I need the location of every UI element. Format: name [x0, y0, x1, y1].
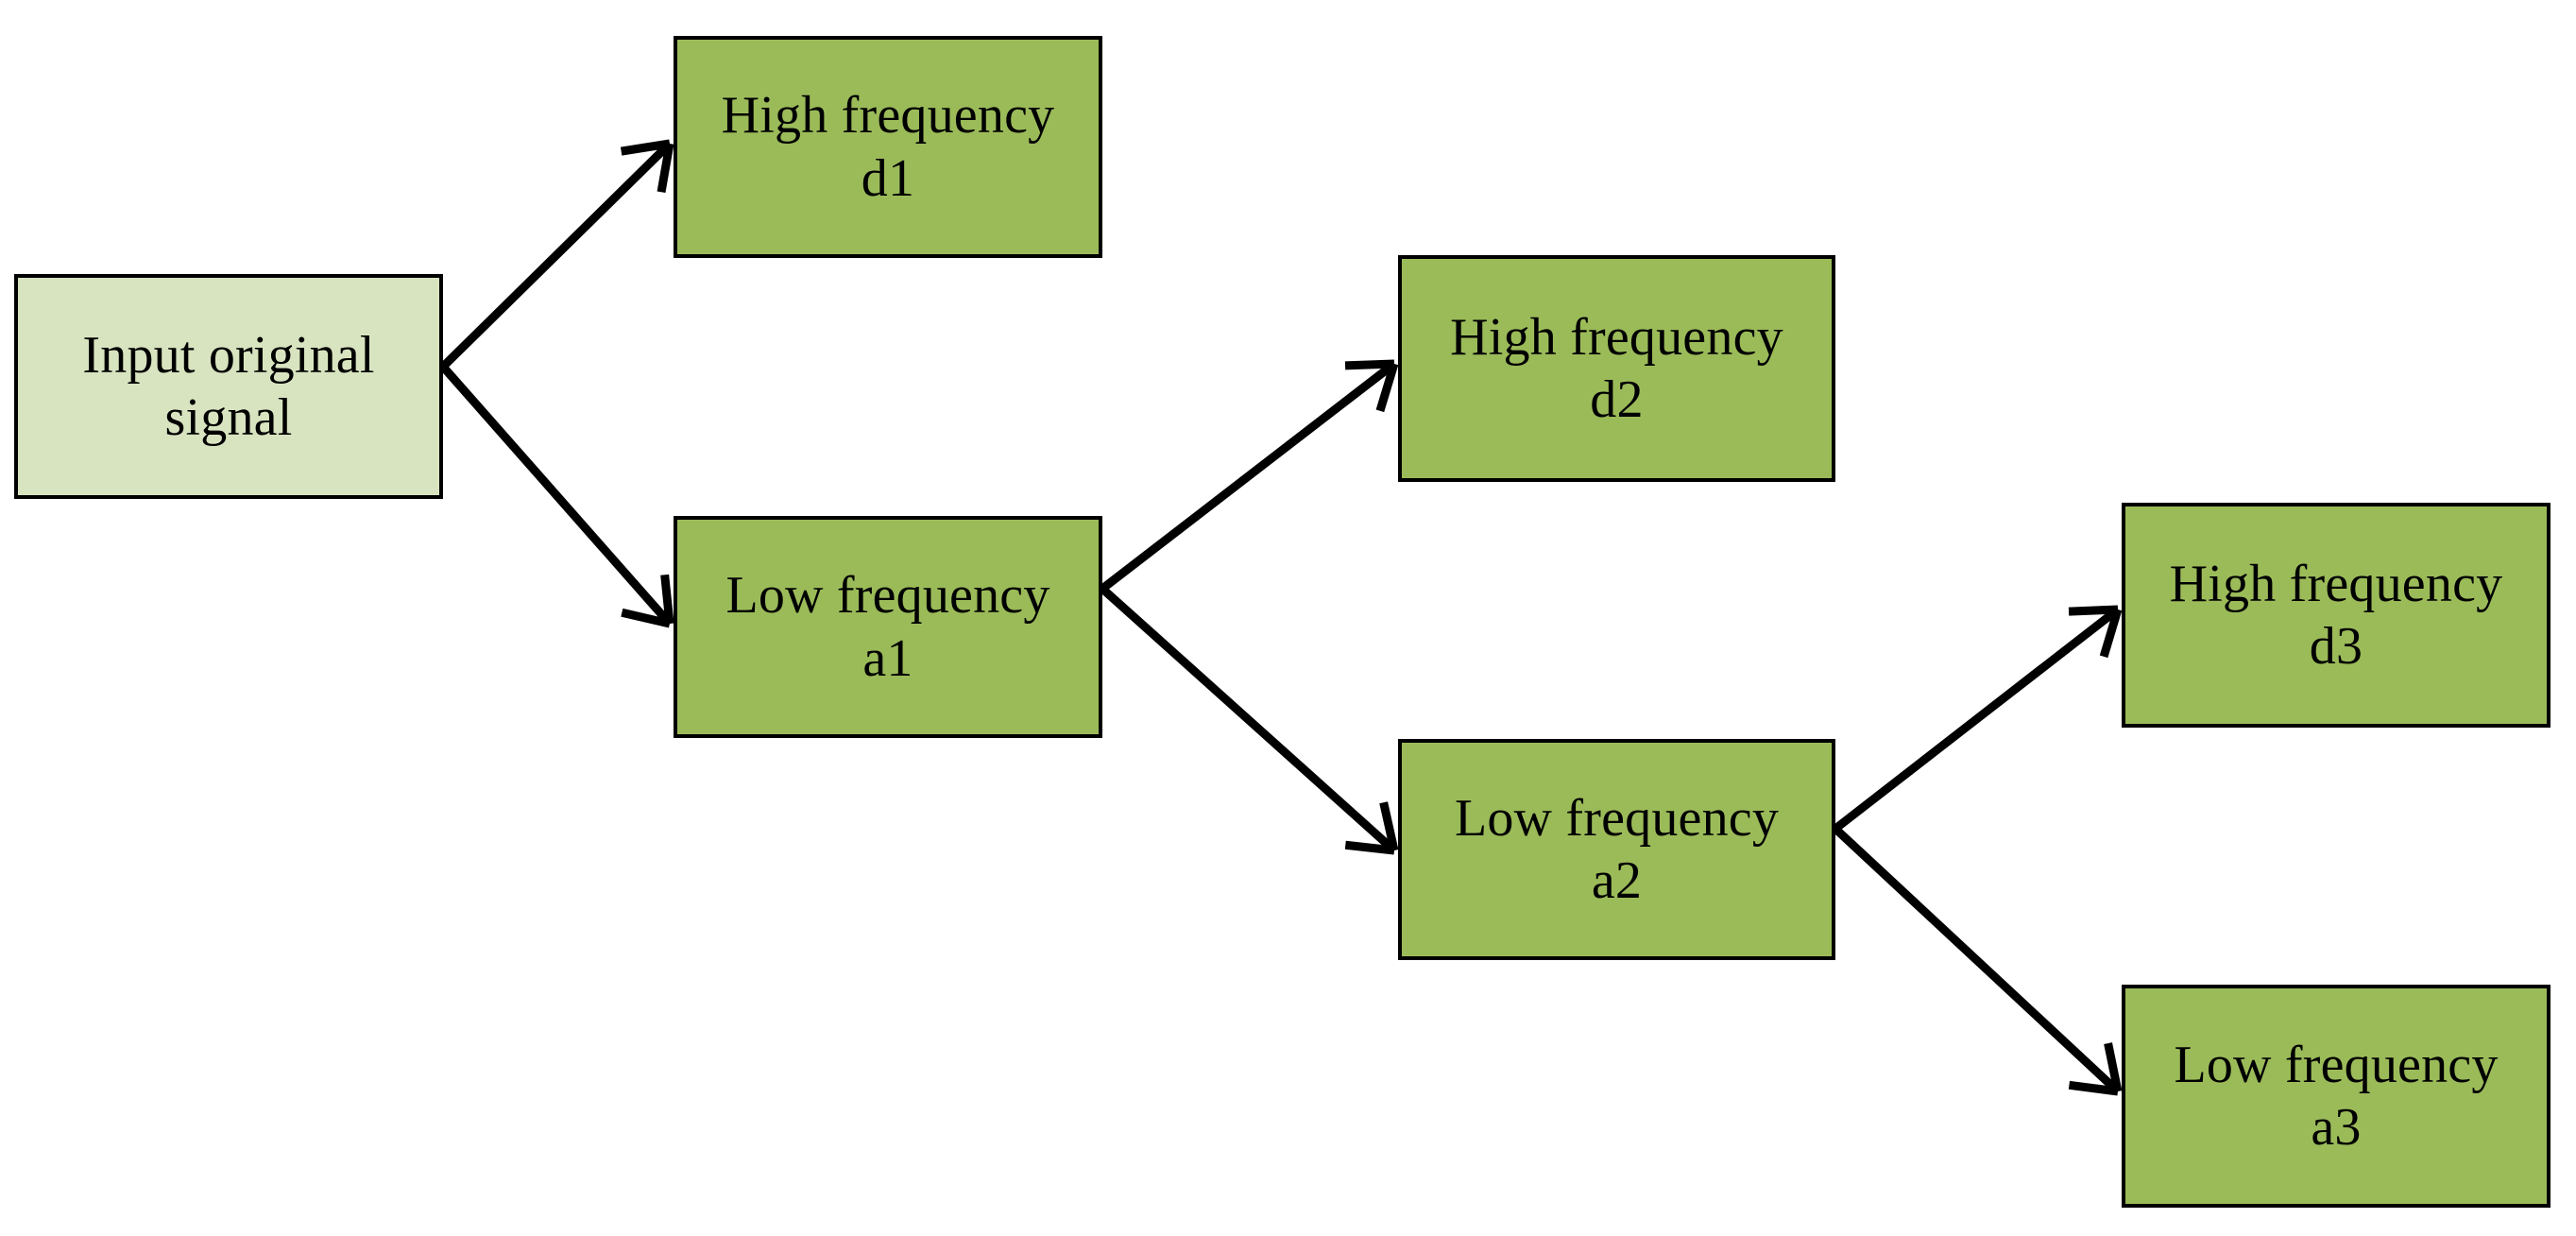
arrowhead-barb-a2-to-a3-1	[2104, 1042, 2123, 1092]
node-low-frequency-a1[interactable]: Low frequency a1	[674, 516, 1102, 738]
node-high-frequency-d1-label: High frequency d1	[721, 86, 1055, 208]
arrowhead-barb-a1-to-a2-0	[1344, 840, 1395, 855]
node-high-frequency-d1[interactable]: High frequency d1	[674, 36, 1102, 258]
node-low-frequency-a3[interactable]: Low frequency a3	[2122, 985, 2550, 1208]
node-high-frequency-d2-label: High frequency d2	[1450, 307, 1783, 429]
node-low-frequency-a2[interactable]: Low frequency a2	[1398, 739, 1835, 960]
arrowhead-barb-a1-to-d2-0	[1375, 362, 1399, 413]
arrowhead-barb-a2-to-d3-1	[2068, 605, 2119, 616]
arrowhead-barb-a1-to-a2-1	[1379, 801, 1399, 851]
arrowhead-barb-a2-to-d3-0	[2099, 608, 2123, 659]
arrowhead-barb-input-to-a1-0	[621, 608, 672, 628]
arrowhead-barb-a1-to-d2-1	[1344, 359, 1395, 370]
arrowhead-barb-a2-to-a3-0	[2068, 1080, 2119, 1096]
node-low-frequency-a2-label: Low frequency a2	[1454, 788, 1780, 910]
connector-input-to-d1	[439, 140, 674, 370]
arrowhead-barb-input-to-a1-1	[660, 574, 674, 625]
arrowhead-barb-input-to-d1-1	[620, 139, 671, 156]
connector-a2-to-d3	[1833, 606, 2121, 833]
node-high-frequency-d3[interactable]: High frequency d3	[2122, 503, 2550, 728]
node-high-frequency-d2[interactable]: High frequency d2	[1398, 255, 1835, 482]
node-low-frequency-a3-label: Low frequency a3	[2174, 1035, 2499, 1157]
node-high-frequency-d3-label: High frequency d3	[2169, 554, 2503, 676]
node-input-label: Input original signal	[82, 325, 375, 447]
connector-a2-to-a3	[1832, 825, 2122, 1095]
connector-a1-to-d2	[1100, 360, 1397, 592]
arrowhead-barb-input-to-d1-0	[657, 143, 674, 193]
connector-a1-to-a2	[1099, 585, 1398, 854]
connector-input-to-a1	[439, 364, 674, 627]
node-input[interactable]: Input original signal	[14, 274, 443, 499]
node-low-frequency-a1-label: Low frequency a1	[725, 566, 1050, 688]
